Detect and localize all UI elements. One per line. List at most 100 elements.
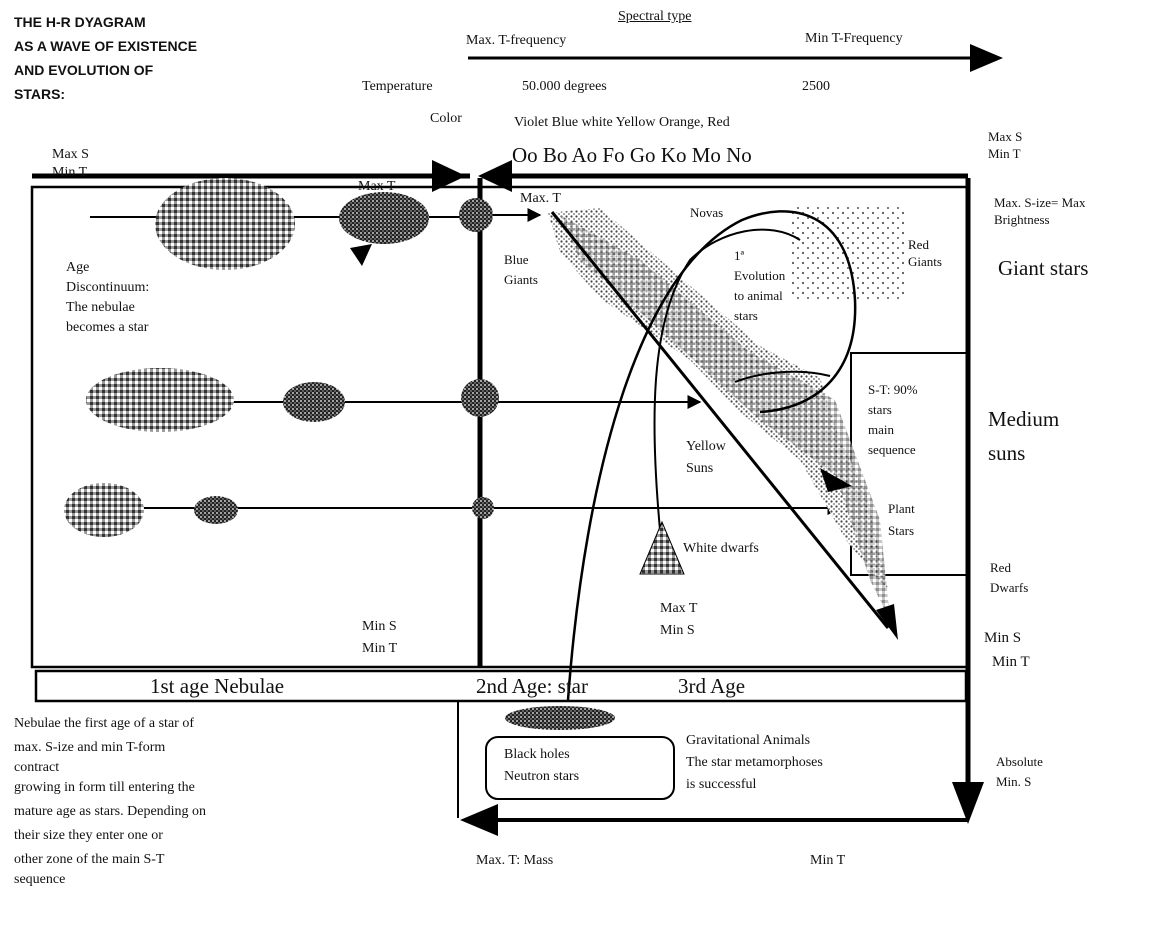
evolution-line: Evolution — [734, 266, 785, 286]
spectral-type-label: Spectral type — [618, 8, 691, 26]
absolute-line: Absolute — [996, 752, 1043, 772]
star-node-2 — [461, 379, 499, 417]
min-s-min-t-line: Min S — [362, 616, 397, 638]
age-discontinuum-line: becomes a star — [66, 318, 149, 338]
first-age-label: 1st age Nebulae — [150, 674, 284, 699]
yellow-suns-line: Yellow — [686, 436, 726, 458]
corner-line: Max S — [988, 128, 1022, 145]
max-t-min-s-label: Max T Min S — [660, 598, 697, 642]
nebulae-note: Nebulae the first age of a star of max. … — [14, 712, 206, 888]
brightness-line: Brightness — [994, 211, 1085, 228]
absolute-line: Min. S — [996, 772, 1043, 792]
age-discontinuum-line: Discontinuum: — [66, 278, 149, 298]
black-holes-line: Neutron stars — [504, 766, 579, 788]
corner-line: Min T — [52, 164, 89, 182]
protostar-1 — [339, 192, 429, 244]
spectral-axis-arrowhead — [970, 44, 1003, 72]
red-giants-dots — [790, 205, 905, 300]
nebulae-note-line: Nebulae the first age of a star of — [14, 712, 206, 736]
yellow-suns-label: Yellow Suns — [686, 436, 726, 480]
temperature-low: 2500 — [802, 78, 830, 96]
max-t-min-s-line: Min S — [660, 620, 697, 642]
white-dwarfs-label: White dwarfs — [683, 540, 759, 558]
nebulae-note-line: growing in form till entering the — [14, 776, 206, 800]
protostar-2 — [283, 382, 345, 422]
main-sequence-line: main — [868, 420, 918, 440]
nebulae-note-line: contract — [14, 760, 206, 776]
gravitational-line: Gravitational Animals — [686, 730, 823, 752]
third-age-label: 3rd Age — [678, 674, 745, 699]
min-s-min-t-right-line: Min S — [984, 626, 1030, 650]
bottom-black-nebula — [505, 706, 615, 730]
title-line: AND EVOLUTION OF — [14, 58, 197, 82]
blue-giants-label: Blue Giants — [504, 250, 538, 290]
gravitational-line: is successful — [686, 774, 823, 796]
star-node-1 — [459, 198, 493, 232]
medium-suns-line: suns — [988, 436, 1059, 470]
red-giants-line: Giants — [908, 253, 942, 270]
nebulae-note-line: other zone of the main S-T — [14, 848, 206, 872]
plant-stars-label: Plant Stars — [888, 498, 915, 542]
evolution-label: 1ª Evolution to animal stars — [734, 246, 785, 326]
corner-line: Max S — [52, 146, 89, 164]
age-discontinuum-line: The nebulae — [66, 298, 149, 318]
max-t-min-s-line: Max T — [660, 598, 697, 620]
red-dwarfs-line: Dwarfs — [990, 578, 1028, 598]
min-s-min-t-right-line: Min T — [984, 650, 1030, 674]
gravitational-animals-label: Gravitational Animals The star metamorph… — [686, 730, 823, 796]
min-t-bottom-label: Min T — [810, 852, 845, 870]
min-s-min-t-line: Min T — [362, 638, 397, 660]
title-line: STARS: — [14, 82, 197, 106]
plant-stars-line: Plant — [888, 498, 915, 520]
min-s-min-t-label: Min S Min T — [362, 616, 397, 660]
star-node-3 — [472, 497, 494, 519]
color-sequence: Violet Blue white Yellow Orange, Red — [514, 114, 730, 132]
spectral-classes: Oo Bo Ao Fo Go Ko Mo No — [512, 143, 752, 168]
plant-stars-line: Stars — [888, 520, 915, 542]
black-holes-label: Black holes Neutron stars — [504, 744, 579, 788]
main-sequence-line: S-T: 90% — [868, 380, 918, 400]
nebula-large-1 — [155, 178, 295, 270]
medium-suns-line: Medium — [988, 402, 1059, 436]
color-label: Color — [430, 110, 462, 128]
min-s-min-t-right-label: Min S Min T — [984, 626, 1030, 674]
age-discontinuum-line: Age — [66, 258, 149, 278]
max-frequency-label: Max. T-frequency — [466, 32, 566, 50]
red-dwarfs-label: Red Dwarfs — [990, 558, 1028, 598]
main-sequence-line: sequence — [868, 440, 918, 460]
nebula-large-3 — [64, 483, 144, 537]
red-dwarfs-line: Red — [990, 558, 1028, 578]
right-down-arrowhead — [952, 782, 984, 824]
second-age-label: 2nd Age: star — [476, 674, 588, 699]
blue-giants-line: Blue — [504, 250, 538, 270]
evolution-line: 1ª — [734, 246, 785, 266]
age-discontinuum-note: Age Discontinuum: The nebulae becomes a … — [66, 258, 149, 338]
giant-stars-label: Giant stars — [998, 256, 1088, 281]
max-t-upper-label: Max T — [358, 178, 395, 196]
absolute-min-s-label: Absolute Min. S — [996, 752, 1043, 792]
nebulae-note-line: max. S-ize and min T-form — [14, 736, 206, 760]
title-line: AS A WAVE OF EXISTENCE — [14, 34, 197, 58]
yellow-suns-line: Suns — [686, 458, 726, 480]
min-frequency-label: Min T-Frequency — [805, 30, 903, 48]
max-size-brightness-label: Max. S-ize= Max Brightness — [994, 194, 1085, 228]
brightness-line: Max. S-ize= Max — [994, 194, 1085, 211]
corner-line: Min T — [988, 145, 1022, 162]
red-giants-line: Red — [908, 236, 942, 253]
temperature-label: Temperature — [362, 78, 433, 96]
main-sequence-line: stars — [868, 400, 918, 420]
red-giants-label: Red Giants — [908, 236, 942, 270]
nebula-large-2 — [86, 368, 234, 432]
temperature-high: 50.000 degrees — [522, 78, 607, 96]
max-t-mass-label: Max. T: Mass — [476, 852, 553, 870]
medium-suns-label: Medium suns — [988, 402, 1059, 470]
white-dwarfs-triangle — [640, 522, 684, 574]
diagram-title: THE H-R DYAGRAM AS A WAVE OF EXISTENCE A… — [14, 10, 197, 106]
main-sequence-label: S-T: 90% stars main sequence — [868, 380, 918, 460]
nebulae-note-line: their size they enter one or — [14, 824, 206, 848]
nebulae-note-line: mature age as stars. Depending on — [14, 800, 206, 824]
max-t-blue-label: Max. T — [520, 190, 561, 208]
black-holes-line: Black holes — [504, 744, 579, 766]
novas-label: Novas — [690, 204, 723, 221]
top-left-corner-label: Max S Min T — [52, 146, 89, 182]
